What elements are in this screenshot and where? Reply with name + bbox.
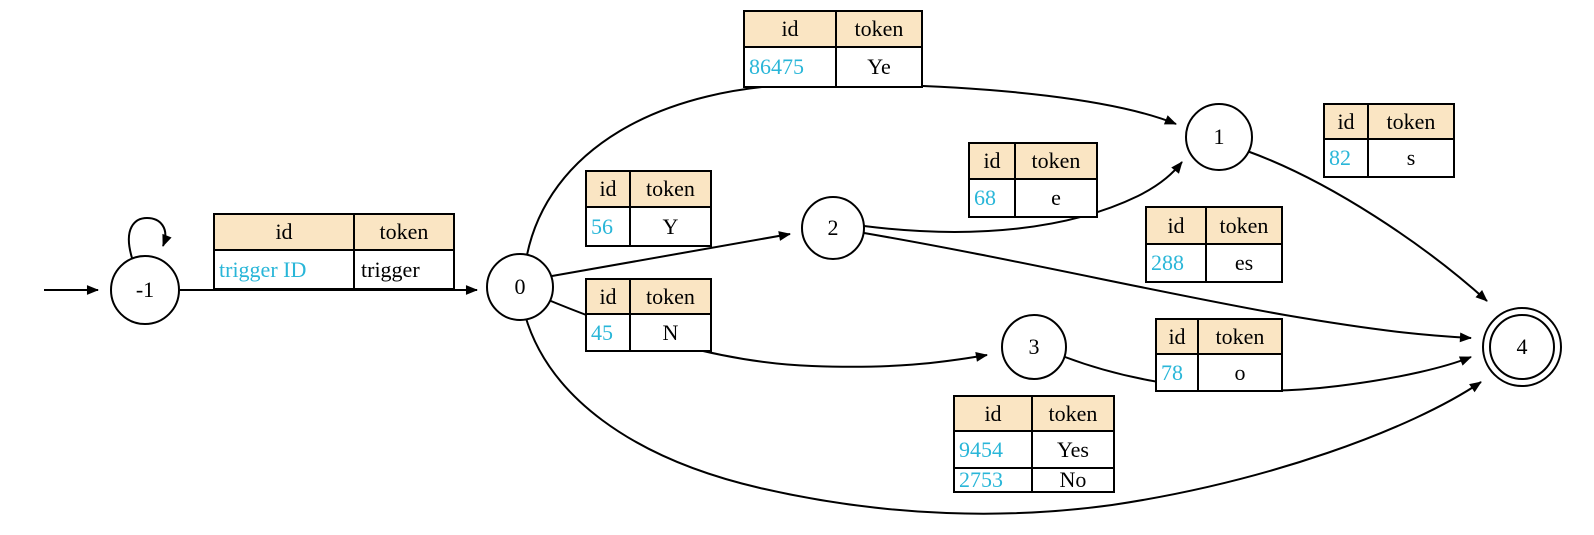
edge-label-table-0-4: id token 9454 Yes 2753 No: [953, 395, 1115, 493]
id-header-cell: id: [587, 280, 629, 313]
token-value-cell: trigger: [355, 251, 453, 288]
id-header-cell: id: [745, 12, 835, 46]
id-header-cell: id: [955, 397, 1031, 430]
id-header-cell: id: [215, 215, 353, 249]
token-value-cell: o: [1199, 355, 1281, 390]
id-value-cell: 288: [1147, 245, 1205, 281]
state-3-circle: [1001, 314, 1067, 380]
id-header-cell: id: [970, 144, 1014, 178]
token-header-cell: token: [1033, 397, 1113, 430]
id-header-cell: id: [1157, 320, 1197, 353]
token-value-cell: No: [1033, 469, 1113, 491]
self-loop-edge-state-neg1: [127, 216, 172, 259]
state-3-label: 3: [1029, 334, 1040, 359]
edge-label-table-0-1: id token 86475 Ye: [743, 10, 923, 88]
token-value-cell: Yes: [1033, 432, 1113, 467]
state-neg1-label: -1: [136, 277, 154, 302]
token-value-cell: Ye: [837, 48, 921, 86]
id-value-cell: 45: [587, 315, 629, 350]
token-header-cell: token: [1016, 144, 1096, 178]
id-value-cell: 9454: [955, 432, 1031, 467]
token-header-cell: token: [1207, 208, 1281, 243]
token-header-cell: token: [837, 12, 921, 46]
id-value-cell: 82: [1325, 140, 1367, 176]
id-value-cell: 68: [970, 180, 1014, 216]
token-value-cell: es: [1207, 245, 1281, 281]
token-header-cell: token: [631, 172, 710, 206]
id-value-cell: 78: [1157, 355, 1197, 390]
state-0-circle: [486, 253, 554, 321]
edge-1-to-4: [1246, 150, 1488, 302]
edge-3-to-4: [1064, 356, 1472, 392]
token-header-cell: token: [631, 280, 710, 313]
edge-label-table-2-1: id token 68 e: [968, 142, 1098, 218]
id-value-cell: 2753: [955, 469, 1031, 491]
state-4-label: 4: [1517, 334, 1528, 359]
state-1-label: 1: [1214, 124, 1225, 149]
id-value-cell: 86475: [745, 48, 835, 86]
state-0-label: 0: [515, 274, 526, 299]
token-value-cell: s: [1369, 140, 1453, 176]
edge-label-table-0-2: id token 56 Y: [585, 170, 712, 247]
token-header-cell: token: [1369, 105, 1453, 138]
state-2-label: 2: [828, 215, 839, 240]
edge-label-table-2-4: id token 288 es: [1145, 206, 1283, 283]
edge-label-table-0-3: id token 45 N: [585, 278, 712, 352]
token-value-cell: N: [631, 315, 710, 350]
edge-label-table-trigger: id token trigger ID trigger: [213, 213, 455, 290]
edge-label-table-3-4: id token 78 o: [1155, 318, 1283, 392]
id-header-cell: id: [1147, 208, 1205, 243]
token-value-cell: Y: [631, 208, 710, 245]
state-2-circle: [801, 196, 865, 260]
id-value-cell: 56: [587, 208, 629, 245]
edge-2-to-4: [863, 232, 1472, 343]
state-1-circle: [1185, 103, 1253, 171]
state-4-inner-circle: [1489, 314, 1555, 380]
edge-0-to-4: [524, 314, 1482, 515]
id-value-cell: trigger ID: [215, 251, 353, 288]
edge-0-to-2: [551, 231, 791, 277]
token-header-cell: token: [1199, 320, 1281, 353]
id-header-cell: id: [587, 172, 629, 206]
state-neg1-circle: [110, 255, 180, 325]
edge-label-table-1-4: id token 82 s: [1323, 103, 1455, 178]
token-value-cell: e: [1016, 180, 1096, 216]
id-header-cell: id: [1325, 105, 1367, 138]
token-header-cell: token: [355, 215, 453, 249]
